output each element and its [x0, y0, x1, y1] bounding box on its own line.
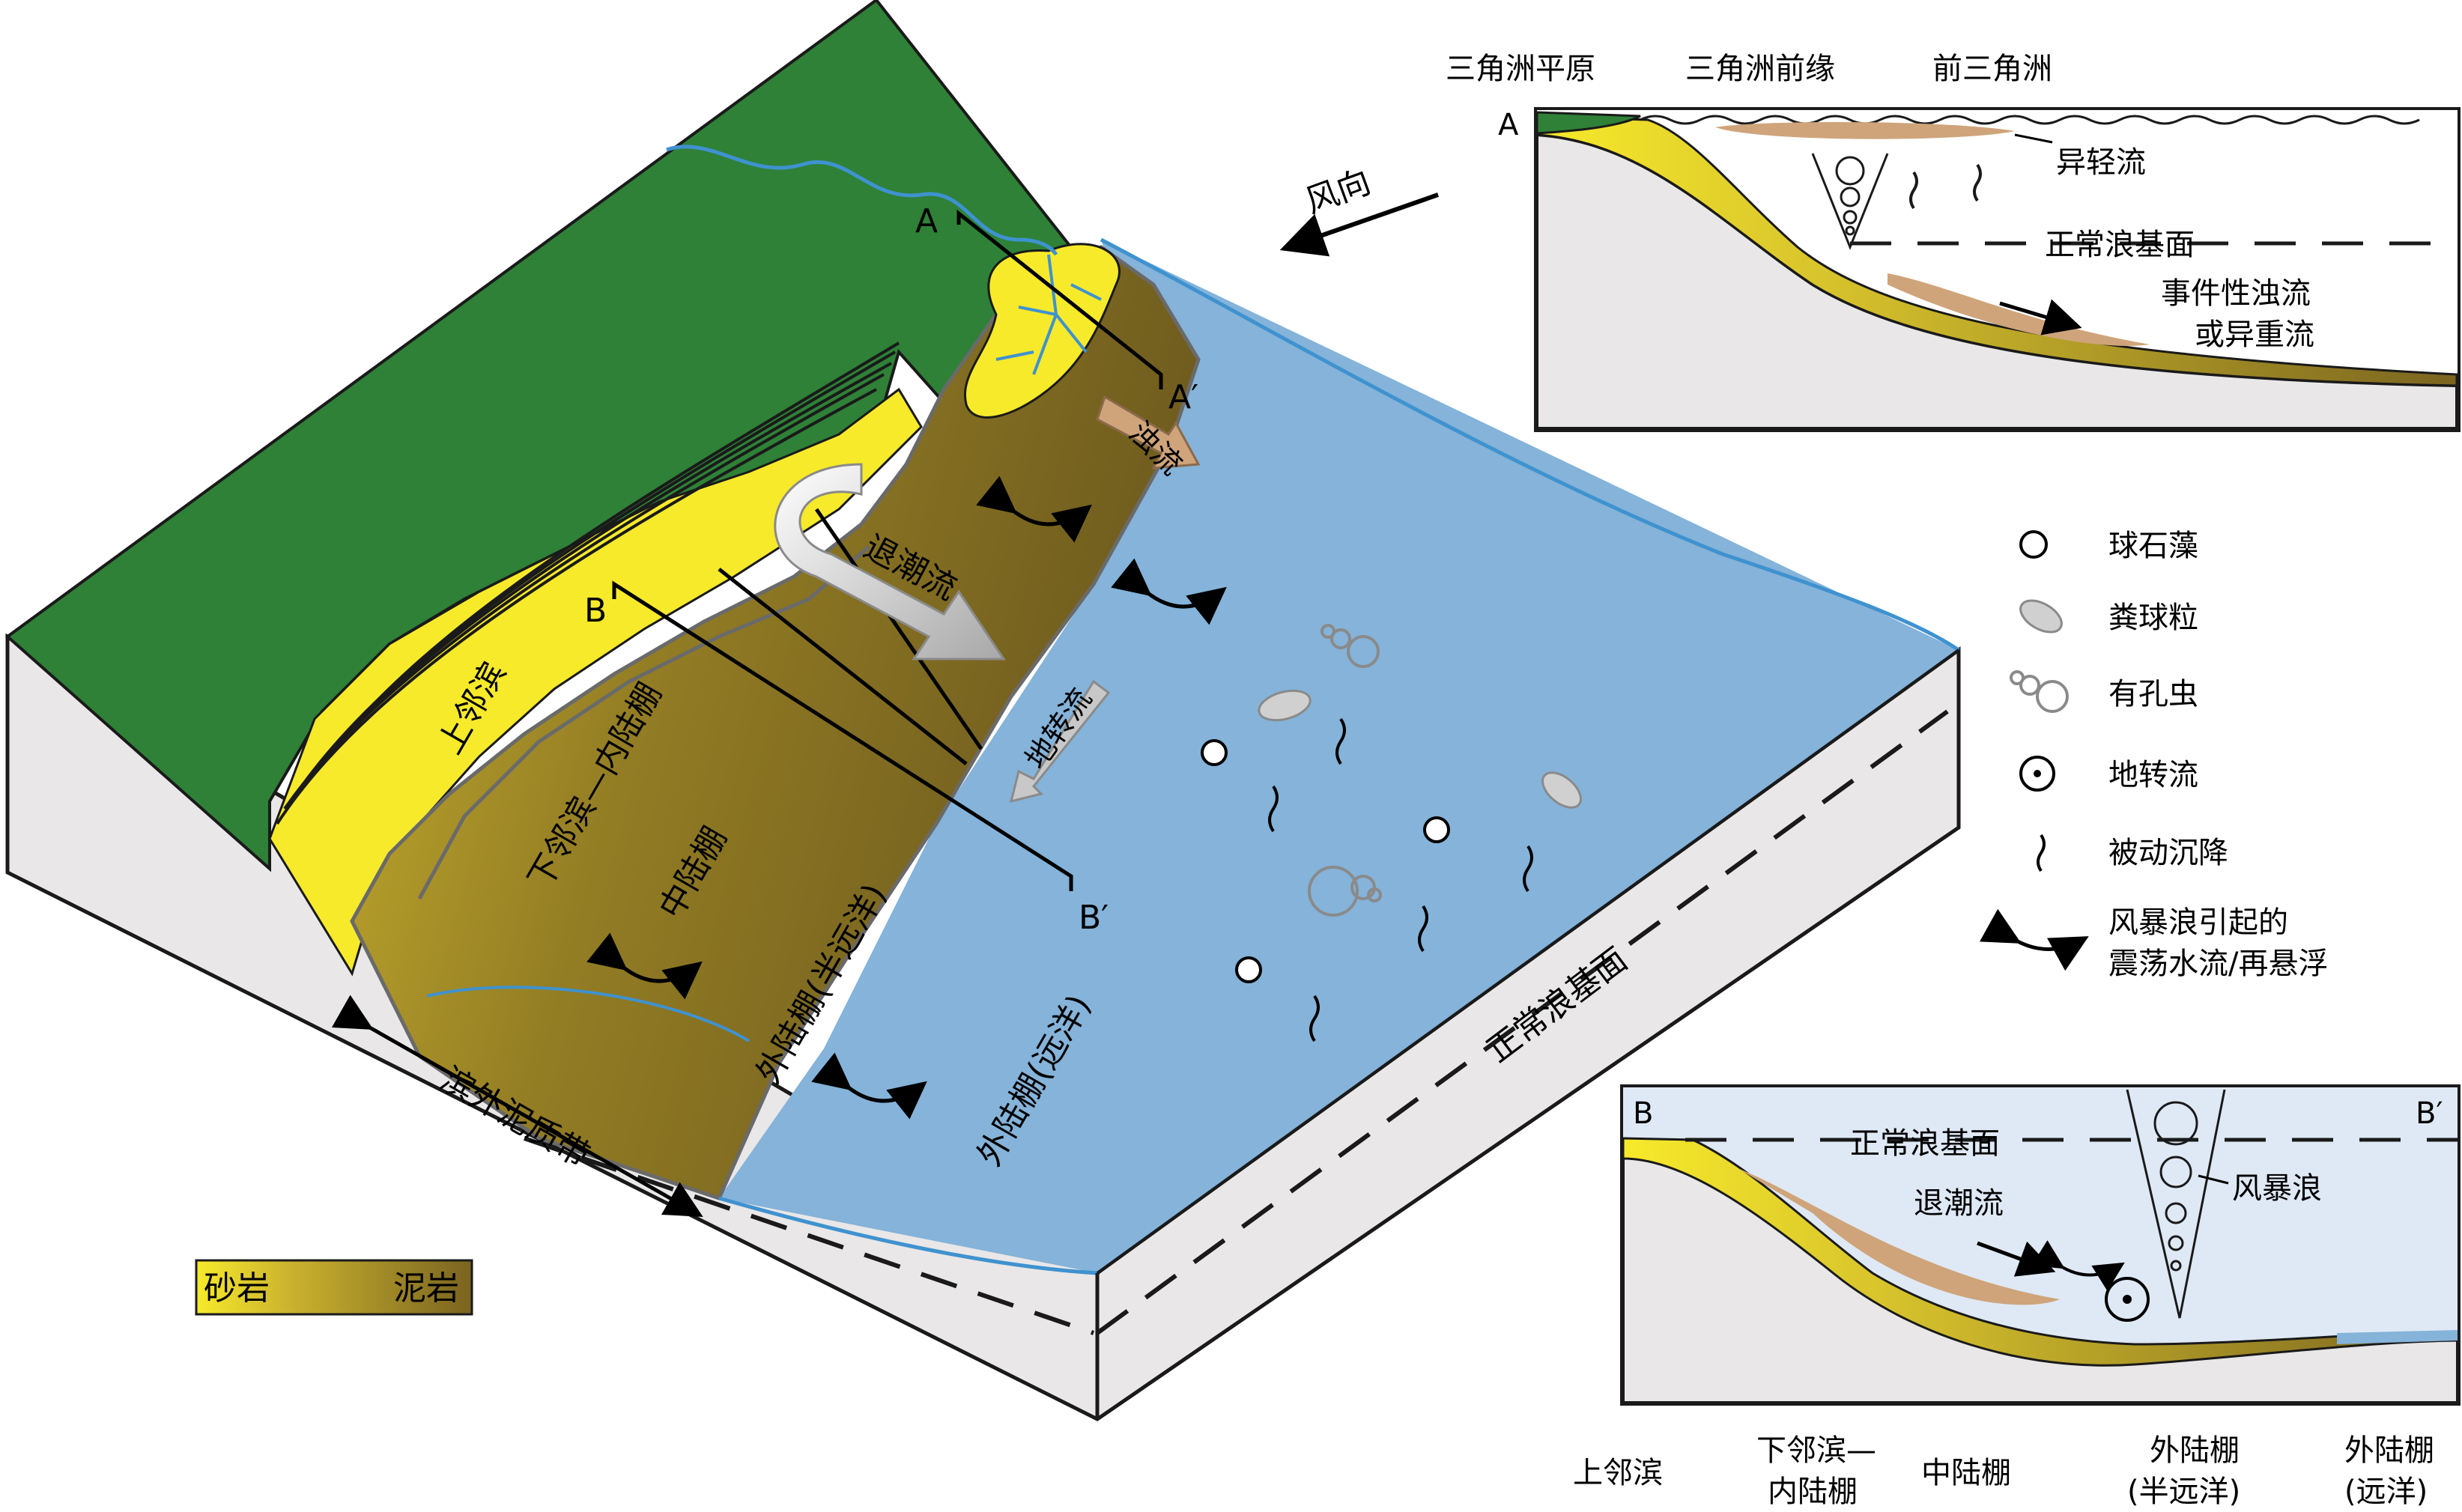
offshore-mud-belt-arrow [331, 995, 703, 1217]
block-front-edge [1095, 650, 1961, 1419]
foraminifera-legend-icon [2010, 670, 2069, 713]
footer-outer-pelagic-2: (远洋) [2344, 1475, 2428, 1509]
foraminifera-legend-label: 有孔虫 [2108, 677, 2198, 711]
section-a-wave-base-label: 正常浪基面 [2045, 228, 2195, 262]
lithology-legend: 砂岩 泥岩 [195, 1259, 473, 1316]
section-a-panel: 三角洲平原 三角洲前缘 前三角洲 A A′ 异轻流 正常浪基面 事件性浊流 或异… [1446, 52, 2461, 432]
section-a-wedge [1535, 115, 2458, 387]
water-box-outline [1096, 649, 1960, 1275]
settling-legend-icon [2037, 834, 2046, 872]
lithology-gradient-bar [195, 1259, 473, 1316]
event-turbidity-label-1: 事件性浊流 [2161, 276, 2311, 311]
section-b-rip-current-label: 退潮流 [1914, 1186, 2004, 1221]
foraminifera-symbol [1308, 624, 1382, 917]
delta-plain-header: 三角洲平原 [1446, 52, 1595, 86]
sandstone-label: 砂岩 [204, 1269, 270, 1308]
section-b-panel: B B′ 正常浪基面 退潮流 风暴浪 上邻滨 下邻滨— 内陆棚 中陆棚 外陆棚 … [1573, 1084, 2461, 1509]
footer-outer-hemipelagic-1: 外陆棚 [2150, 1433, 2240, 1468]
section-a-left-label: A [1498, 108, 1519, 142]
footer-middle-shelf: 中陆棚 [1921, 1456, 2011, 1490]
geostrophic-legend-label: 地转流 [2108, 758, 2198, 792]
section-line-a [956, 209, 1163, 389]
geostrophic-flow-arrow [1009, 679, 1111, 804]
section-b-oscillation-arrow [2031, 1240, 2125, 1291]
section-a-start-label: A [915, 202, 938, 240]
section-b-end-label: B′ [1079, 899, 1109, 937]
footer-upper-shoreface: 上邻滨 [1573, 1456, 1663, 1490]
coccolith-legend-label: 球石藻 [2108, 529, 2198, 563]
wind-direction-label: 风向 [1300, 163, 1375, 221]
storm-wave-label: 风暴浪 [2232, 1171, 2322, 1206]
section-a-delta-plain-green [1535, 111, 1641, 135]
section-a-hypopycnal-plume [1715, 122, 2015, 139]
main-block: A A′ B B′ 风向 浊流 退潮流 地转流 上邻滨 下邻滨—内陆棚 中陆棚 … [4, 0, 1961, 1421]
oscillation-symbols-block [586, 476, 1227, 1120]
distributary-channels [995, 254, 1102, 375]
hypopycnal-flow-label: 异轻流 [2056, 145, 2146, 180]
coccolith-symbol [1201, 739, 1450, 983]
settling-symbols [1268, 717, 1533, 1042]
settling-legend-label: 被动沉降 [2108, 836, 2228, 870]
coccolith-legend-icon [2019, 530, 2048, 559]
section-b-wave-base-label: 正常浪基面 [1850, 1126, 2000, 1161]
oscillation-legend-label-1: 风暴浪引起的 [2108, 905, 2288, 940]
storm-wave-leader [2198, 1174, 2229, 1185]
section-b-geostrophic-symbol [2105, 1277, 2150, 1322]
geostrophic-legend-icon [2019, 756, 2055, 792]
fecal-pellet-legend-label: 粪球粒 [2108, 601, 2198, 635]
fecal-pellet-legend-icon [2019, 599, 2063, 634]
water-top-edge [1100, 237, 1960, 652]
footer-lower-shoreface-2: 内陆棚 [1768, 1475, 1858, 1509]
section-a-storm-vortex [1811, 153, 1889, 251]
section-a-sea-surface [1640, 115, 2420, 125]
delta-lobe [963, 243, 1121, 419]
fecal-pellet-symbol [1258, 689, 1312, 722]
section-a-end-label: A′ [1168, 378, 1198, 416]
lower-shoreface-boundary [417, 545, 870, 900]
section-b-right-label: B′ [2416, 1096, 2443, 1131]
water-symbols [1201, 624, 1582, 1042]
footer-lower-shoreface-1: 下邻滨— [1756, 1433, 1876, 1468]
symbol-legend: 球石藻 粪球粒 有孔虫 地转流 被动沉降 风暴浪引起的 震荡水流/再悬浮 [1979, 529, 2328, 981]
footer-outer-pelagic-1: 外陆棚 [2344, 1433, 2434, 1468]
prodelta-header: 前三角洲 [1932, 52, 2052, 86]
turbidity-current-arrow [1096, 395, 1201, 470]
beach-laminae [276, 341, 900, 825]
section-a-settling-symbols [1909, 163, 1982, 210]
section-b-start-label: B [584, 592, 607, 630]
section-line-b [612, 580, 1073, 891]
footer-outer-hemipelagic-2: (半远洋) [2127, 1475, 2240, 1509]
fecal-pellet-symbol [1541, 771, 1582, 809]
water-front-edge [718, 1196, 1098, 1275]
hypopycnal-leader [2014, 133, 2053, 144]
mudstone-label: 泥岩 [393, 1269, 459, 1308]
river [666, 145, 1058, 256]
event-turbidity-label-2: 或异重流 [2195, 318, 2314, 352]
section-b-outer-blue [2337, 1330, 2458, 1344]
delta-front-header: 三角洲前缘 [1685, 52, 1835, 86]
oscillation-legend-icon [1979, 908, 2089, 971]
section-a-event-flow-arrow [1999, 299, 2082, 336]
section-a-event-deposit [1888, 273, 2150, 346]
section-b-storm-vortex [2126, 1089, 2226, 1319]
zone-line-2 [814, 508, 983, 750]
wind-arrow [1279, 192, 1439, 257]
rip-current-arrow [774, 463, 1006, 661]
zone-line-1 [718, 568, 968, 765]
section-b-left-label: B [1633, 1096, 1653, 1131]
oscillation-legend-label-2: 震荡水流/再悬浮 [2108, 947, 2328, 981]
wave-base-dashed-side [524, 1136, 1094, 1335]
